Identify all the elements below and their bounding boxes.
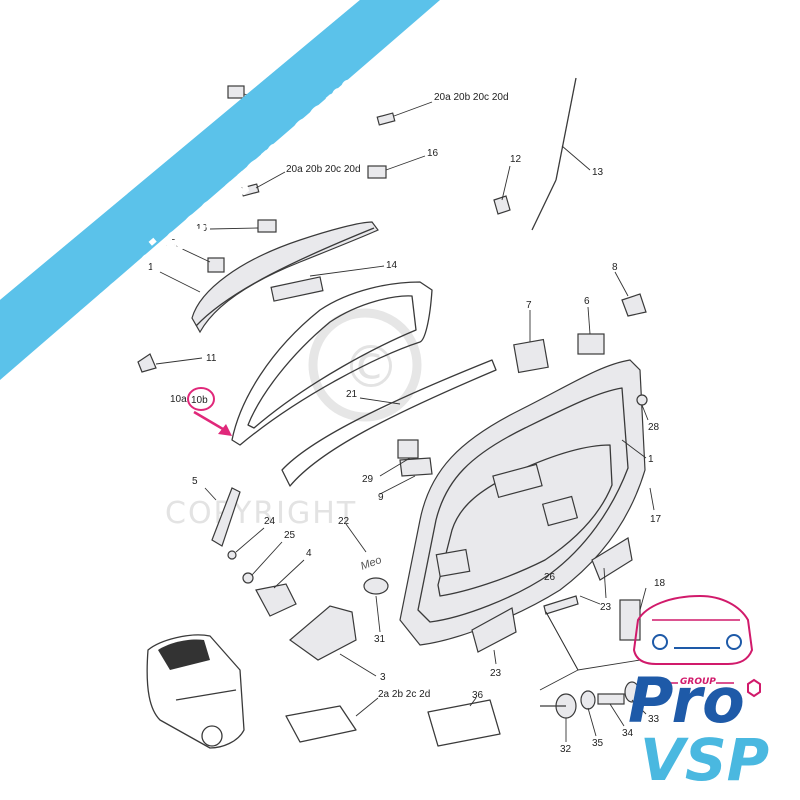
wiper-arm-5	[211, 487, 241, 547]
callout-22: 22	[338, 516, 350, 527]
clip-20-top	[376, 112, 396, 126]
callout-16b: 16	[427, 148, 439, 159]
seal-26	[543, 595, 579, 615]
latch-29	[397, 439, 419, 459]
plate-9	[399, 457, 433, 477]
callout-1: 1	[648, 454, 654, 465]
callout-25: 25	[284, 530, 296, 541]
lock-7	[513, 338, 549, 374]
grille-23b	[471, 607, 517, 653]
clip-16b	[367, 165, 387, 179]
callout-34: 34	[622, 728, 634, 739]
part-tailgate-inner-1	[399, 359, 646, 646]
logo-group: GROUP	[680, 677, 716, 687]
bolt-8	[621, 293, 647, 317]
callout-15: 15	[148, 262, 160, 273]
bracket-12	[493, 195, 511, 215]
part-spoiler-15	[191, 221, 379, 334]
callout-2: 2a 2b 2c 2d	[378, 689, 430, 700]
part-gas-strut-13	[531, 77, 577, 231]
callout-35: 35	[592, 738, 604, 749]
callout-24: 24	[264, 516, 276, 527]
callout-5: 5	[192, 476, 198, 487]
callout-11: 11	[206, 353, 217, 364]
callout-31: 31	[374, 634, 386, 645]
callout-16c: 16	[196, 223, 208, 234]
callout-28: 28	[648, 422, 660, 433]
callout-33: 33	[648, 714, 660, 725]
callout-7: 7	[526, 300, 532, 311]
logo-pro: Pro	[628, 664, 745, 737]
callout-27: 27	[166, 238, 178, 249]
plug-33	[624, 681, 640, 703]
copyright-symbol: ©	[342, 333, 402, 401]
spring-34	[597, 693, 625, 705]
callout-14: 14	[386, 260, 398, 271]
callout-labels: 16 20a 20b 20c 20d 16 12 13 20a 20b 20c …	[148, 92, 666, 755]
callout-9: 9	[378, 492, 384, 503]
ring-35	[580, 690, 596, 710]
callout-29: 29	[362, 474, 374, 485]
handle-3	[289, 605, 357, 661]
vehicle-silhouette	[146, 634, 245, 749]
clip-16a	[227, 85, 245, 99]
callout-18: 18	[654, 578, 666, 589]
callout-21: 21	[346, 389, 358, 400]
callout-36: 36	[472, 690, 484, 701]
callout-20-top: 20a 20b 20c 20d	[434, 92, 509, 103]
kit-2	[285, 705, 357, 743]
part-trim-strip-21	[281, 359, 497, 487]
emblem-31	[363, 577, 389, 595]
callout-8: 8	[612, 262, 618, 273]
callout-12: 12	[510, 154, 522, 165]
callout-23b: 23	[490, 668, 502, 679]
callout-32: 32	[560, 744, 572, 755]
callout-4: 4	[306, 548, 312, 559]
stop-28	[636, 394, 648, 406]
callout-10b: 10b	[191, 395, 208, 406]
callout-20-mid: 20a 20b 20c 20d	[286, 164, 361, 175]
callout-17: 17	[650, 514, 662, 525]
washer-25	[242, 572, 254, 584]
wiper-motor-4	[255, 583, 297, 617]
highlight-10b	[187, 387, 232, 436]
callout-10a: 10a	[170, 394, 187, 405]
grille-23a	[591, 537, 633, 581]
plug-27	[207, 257, 225, 273]
logo-vsp: VSP	[640, 726, 769, 794]
part-rear-window-14	[231, 276, 433, 446]
nut-24	[227, 550, 237, 560]
copyright-watermark: © COPYRIGHT	[165, 308, 422, 531]
small-parts	[137, 85, 648, 747]
clip-20-mid	[240, 183, 260, 197]
kit-36	[427, 699, 501, 747]
callout-3: 3	[380, 672, 386, 683]
panel-18	[619, 599, 641, 641]
cap-11	[137, 353, 157, 373]
copyright-text: COPYRIGHT	[165, 496, 357, 531]
logo-car-outline	[632, 594, 754, 665]
switch-6	[577, 333, 605, 355]
callout-13: 13	[592, 167, 604, 178]
callout-23a: 23	[600, 602, 612, 613]
site-banner: pro-piece-vsp.com	[0, 0, 440, 380]
callout-26: 26	[544, 572, 556, 583]
brand-logo: GROUP Pro VSP	[628, 594, 769, 794]
clip-16c	[257, 219, 277, 233]
logo-hex-icon	[747, 678, 761, 698]
callout-6: 6	[584, 296, 590, 307]
rear-badge-text: Meo	[359, 554, 383, 573]
